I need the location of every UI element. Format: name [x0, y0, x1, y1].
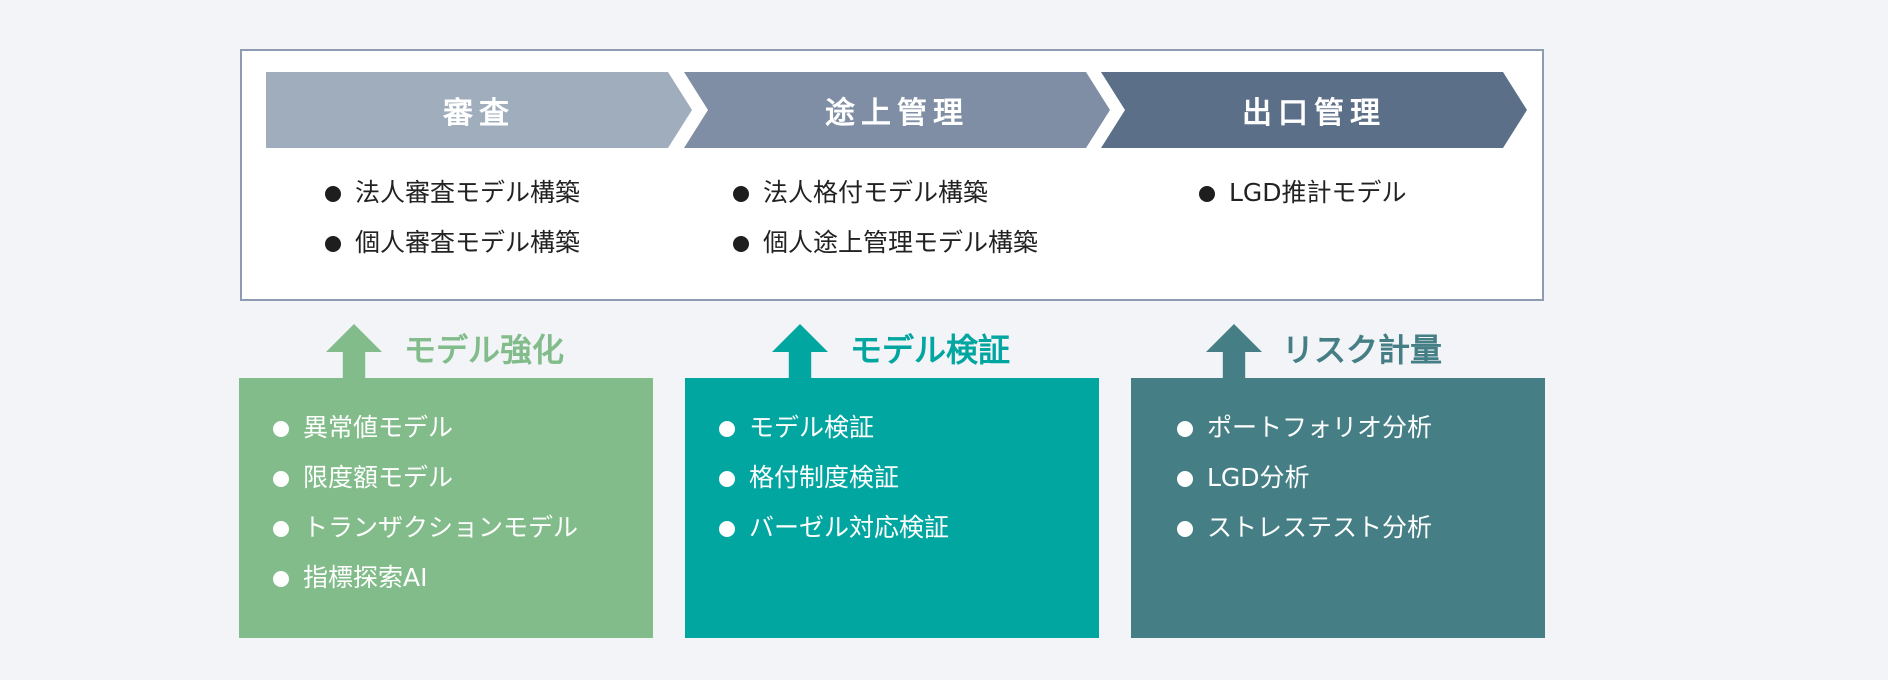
list-item: 異常値モデル: [273, 412, 653, 462]
list-item: ストレステスト分析: [1177, 512, 1545, 562]
stage-items-deguchi-kanri: LGD推計モデル: [1199, 170, 1407, 220]
stage-label: 出口管理: [1242, 96, 1386, 131]
list-item: 個人審査モデル構築: [325, 220, 580, 270]
function-box-model-kyoka: 異常値モデル 限度額モデル トランザクションモデル 指標探索AI: [239, 378, 653, 638]
stage-items-shinsa: 法人審査モデル構築 個人審査モデル構築: [325, 170, 580, 270]
list-item: 法人審査モデル構築: [325, 170, 580, 220]
stage-chevron-deguchi-kanri: 出口管理: [1101, 72, 1527, 148]
list-item: ポートフォリオ分析: [1177, 412, 1545, 462]
list-item: 指標探索AI: [273, 562, 653, 612]
stage-label: 途上管理: [825, 96, 969, 131]
stage-label: 審査: [443, 96, 515, 131]
list-item: LGD分析: [1177, 462, 1545, 512]
up-arrow-icon: [1206, 324, 1262, 380]
function-items: 異常値モデル 限度額モデル トランザクションモデル 指標探索AI: [273, 412, 653, 612]
stage-chevron-tojo-kanri: 途上管理: [684, 72, 1110, 148]
list-item: トランザクションモデル: [273, 512, 653, 562]
function-title-model-kyoka: モデル強化: [404, 331, 565, 369]
up-arrow-icon: [772, 324, 828, 380]
list-item: 格付制度検証: [719, 462, 1099, 512]
list-item: 個人途上管理モデル構築: [733, 220, 1038, 270]
list-item: モデル検証: [719, 412, 1099, 462]
list-item: バーゼル対応検証: [719, 512, 1099, 562]
function-items: ポートフォリオ分析 LGD分析 ストレステスト分析: [1165, 412, 1545, 562]
stage-items-tojo-kanri: 法人格付モデル構築 個人途上管理モデル構築: [733, 170, 1038, 270]
function-box-model-kensho: モデル検証 格付制度検証 バーゼル対応検証: [685, 378, 1099, 638]
stage-chevron-shinsa: 審査: [266, 72, 692, 148]
function-title-model-kensho: モデル検証: [850, 331, 1011, 369]
function-items: モデル検証 格付制度検証 バーゼル対応検証: [719, 412, 1099, 562]
list-item: LGD推計モデル: [1199, 170, 1407, 220]
list-item: 限度額モデル: [273, 462, 653, 512]
function-title-risk-keiryo: リスク計量: [1282, 331, 1443, 369]
up-arrow-icon: [326, 324, 382, 380]
function-box-risk-keiryo: ポートフォリオ分析 LGD分析 ストレステスト分析: [1131, 378, 1545, 638]
list-item: 法人格付モデル構築: [733, 170, 1038, 220]
